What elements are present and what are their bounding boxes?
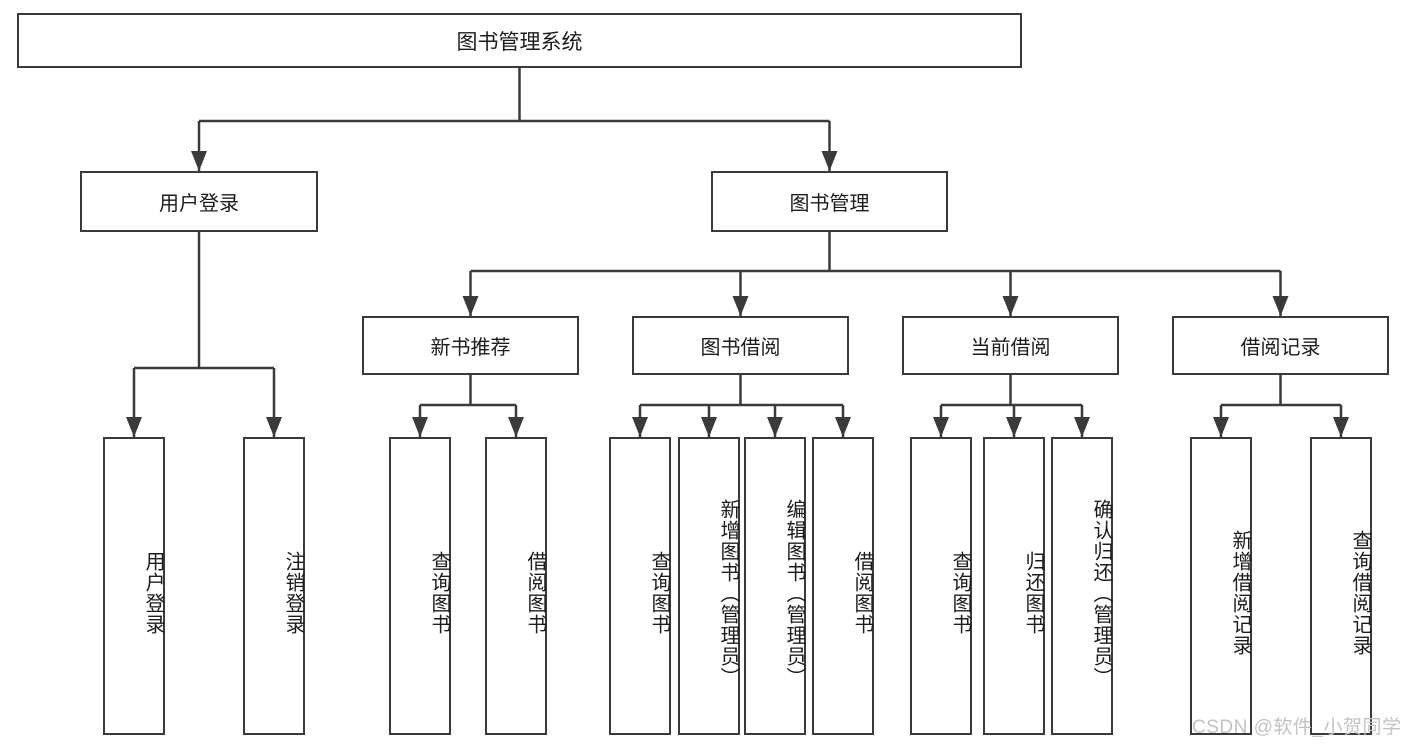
node-label: 确认归还（管理员） [1090,498,1112,688]
node-label: 图书借阅 [700,337,781,359]
leaf-add-record[interactable]: 新增借阅记录 [1190,437,1252,735]
node-borrow-record[interactable]: 借阅记录 [1172,316,1389,375]
node-label: 新增借阅记录 [1229,530,1251,656]
node-label: 新增图书（管理员） [717,498,739,688]
node-label: 当前借阅 [970,337,1051,359]
leaf-user-login[interactable]: 用户登录 [103,437,165,735]
leaf-confirm-return[interactable]: 确认归还（管理员） [1051,437,1113,735]
node-current-borrow[interactable]: 当前借阅 [902,316,1119,375]
leaf-query-book-2[interactable]: 查询图书 [609,437,671,735]
node-book-borrow[interactable]: 图书借阅 [632,316,849,375]
node-label: 查询图书 [648,551,670,635]
leaf-borrow-book-2[interactable]: 借阅图书 [812,437,874,735]
leaf-borrow-book-1[interactable]: 借阅图书 [485,437,547,735]
leaf-user-logout[interactable]: 注销登录 [243,437,305,735]
leaf-add-book[interactable]: 新增图书（管理员） [678,437,740,735]
node-label: 归还图书 [1022,551,1044,635]
csdn-watermark: CSDN @软件_小贺同学 [1192,717,1402,738]
node-book-management[interactable]: 图书管理 [711,171,948,232]
node-root[interactable]: 图书管理系统 [17,13,1022,68]
node-label: 查询图书 [428,551,450,635]
node-label: 用户登录 [159,193,239,215]
node-label: 注销登录 [282,551,304,635]
node-label: 借阅记录 [1240,337,1321,359]
leaf-return-book[interactable]: 归还图书 [983,437,1045,735]
node-new-book-recommend[interactable]: 新书推荐 [362,316,579,375]
leaf-query-book-1[interactable]: 查询图书 [389,437,451,735]
leaf-query-record[interactable]: 查询借阅记录 [1310,437,1372,735]
leaf-query-book-3[interactable]: 查询图书 [910,437,972,735]
node-label: 查询图书 [949,551,971,635]
node-label: 新书推荐 [430,337,511,359]
node-label: 用户登录 [142,551,164,635]
node-label: 借阅图书 [524,551,546,635]
node-label: 图书管理系统 [456,30,583,54]
node-label: 图书管理 [789,193,870,215]
node-label: 借阅图书 [851,551,873,635]
node-user-login[interactable]: 用户登录 [80,171,318,232]
node-label: 编辑图书（管理员） [783,498,805,688]
leaf-edit-book[interactable]: 编辑图书（管理员） [744,437,806,735]
node-label: 查询借阅记录 [1349,530,1371,656]
